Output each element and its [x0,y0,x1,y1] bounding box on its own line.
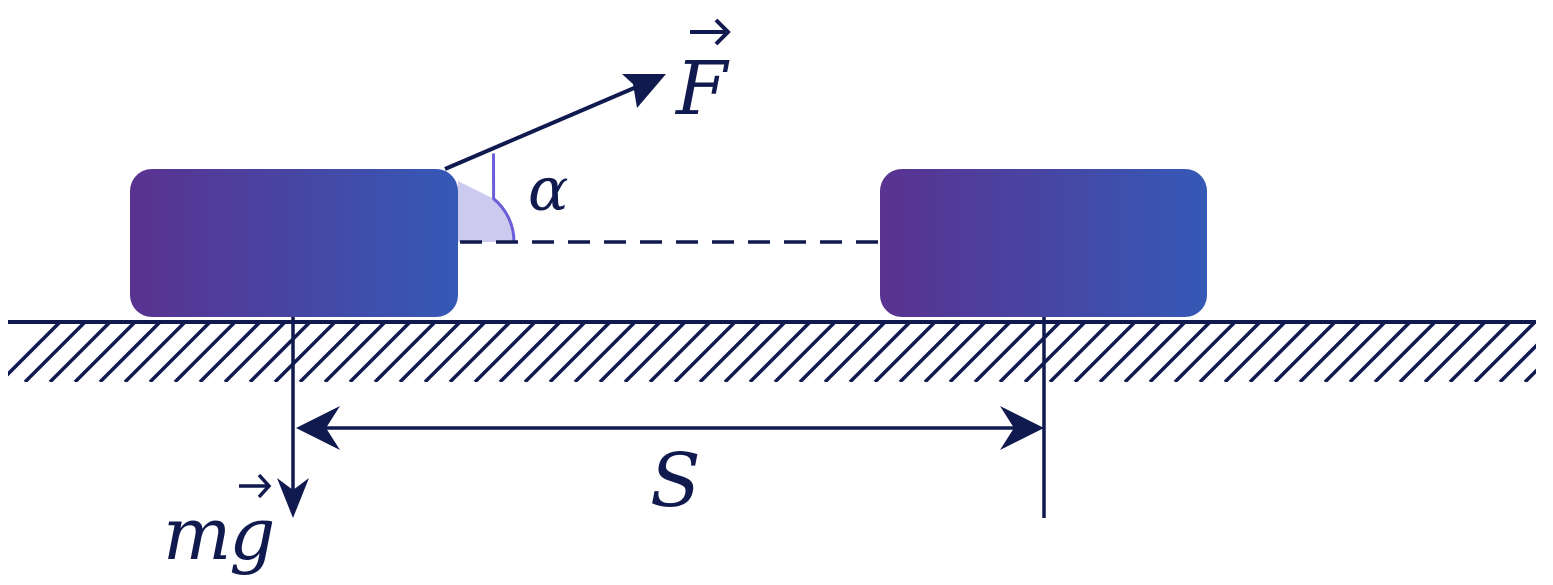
hatch-line [373,322,437,382]
hatch-line [1373,322,1437,382]
hatch-line [1098,322,1162,382]
hatch-line [98,322,162,382]
hatch-line [1223,322,1287,382]
block-final [880,169,1207,317]
hatch-line [173,322,237,382]
hatch-line [323,322,387,382]
hatch-line [623,322,687,382]
hatch-line [423,322,487,382]
hatch-line [1398,322,1462,382]
hatch-line [23,322,87,382]
hatch-line [1498,343,1536,382]
hatch-line [198,322,262,382]
hatch-line [898,322,962,382]
hatch-line [773,322,837,382]
hatch-line [1273,322,1337,382]
block-initial [130,169,458,317]
distance-arrow-left-head [296,406,340,450]
hatch-line [1423,322,1487,382]
force-vector-line [444,80,649,171]
hatch-line [523,322,587,382]
hatch-line [573,322,637,382]
hatch-line [448,322,512,382]
hatch-line [298,322,362,382]
hatch-line [823,322,887,382]
hatch-line [1173,322,1237,382]
hatch-line [748,322,812,382]
hatch-line [398,322,462,382]
hatch-line [348,322,412,382]
hatch-line [1248,322,1312,382]
hatch-line [948,322,1012,382]
gravity-vector-arrowhead [277,478,309,518]
angle-arc [492,153,516,243]
distance-arrow-right-head [1000,406,1044,450]
hatch-line [1073,322,1137,382]
hatch-line [123,322,187,382]
force-label: F [676,46,728,132]
hatch-line [48,322,112,382]
hatch-line [1123,322,1187,382]
hatch-line [848,322,912,382]
angle-wedge [458,181,515,242]
hatch-line [1198,322,1262,382]
hatch-line [73,322,137,382]
hatch-line [1023,322,1087,382]
gravity-label: mg [163,492,275,576]
angle-label: α [528,155,569,225]
gravity-vector-hat [239,473,272,499]
hatch-line [723,322,787,382]
hatch-line [273,322,337,382]
hatch-line [873,322,937,382]
hatch-line [1523,368,1536,382]
hatch-line [248,322,312,382]
hatch-line [223,322,287,382]
hatch-line [498,322,562,382]
distance-label: S [650,438,701,524]
hatch-line [1348,322,1412,382]
hatch-line [1448,322,1512,382]
hatch-line [148,322,212,382]
hatch-line [548,322,612,382]
hatch-line [598,322,662,382]
hatch-line [8,322,62,377]
force-vector-arrowhead [622,74,666,108]
hatch-line [998,322,1062,382]
hatch-line [923,322,987,382]
hatch-line [473,322,537,382]
hatch-line [1323,322,1387,382]
hatch-line [973,322,1037,382]
force-vector-hat [690,18,731,46]
hatch-line [1298,322,1362,382]
hatch-line [1048,322,1112,382]
ground-hatching [8,322,1536,382]
hatch-line [1148,322,1212,382]
hatch-line [798,322,862,382]
hatch-line [673,322,737,382]
hatch-line [1473,322,1536,382]
hatch-line [698,322,762,382]
hatch-line [648,322,712,382]
